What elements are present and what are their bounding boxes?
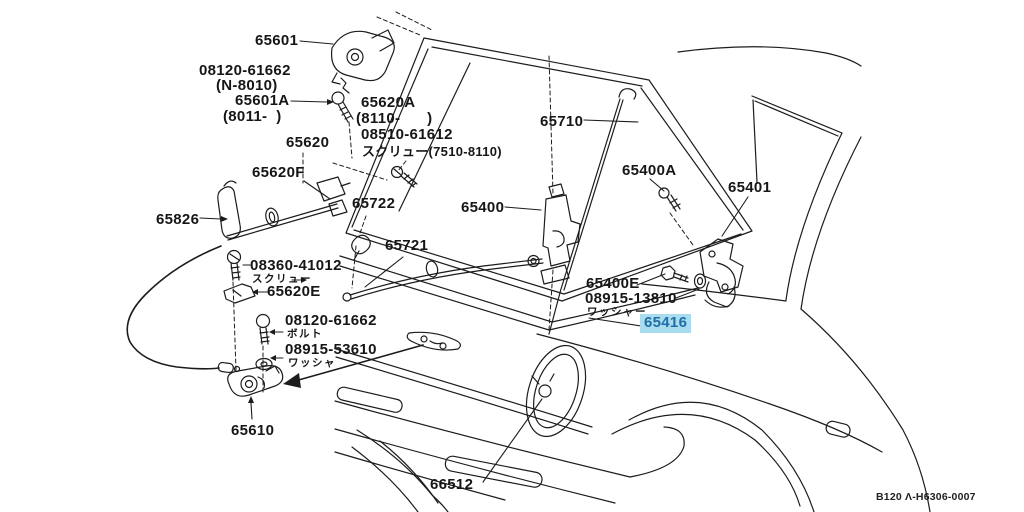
part-label-65826: 65826 xyxy=(156,211,200,228)
part-label-08120-61662-top: 08120-61662 xyxy=(199,62,291,79)
hinge-65401 xyxy=(699,238,744,308)
part-label-08360-41012: 08360-41012 xyxy=(250,257,342,274)
part-label-65400a: 65400A xyxy=(622,162,677,179)
car-body xyxy=(536,46,931,512)
bolt-08120 xyxy=(255,313,271,345)
part-label-08915-13810: 08915-13810 xyxy=(585,290,677,307)
part-label-65601a: 65601A xyxy=(235,92,290,109)
headlight xyxy=(525,344,587,438)
part-label-65710: 65710 xyxy=(540,113,584,130)
date-range-8011: (8011- ) xyxy=(223,108,282,125)
latch-65601 xyxy=(330,29,395,94)
headlight-rim-66512 xyxy=(538,384,552,398)
part-label-65620e: 65620E xyxy=(267,283,321,300)
clip-65722 xyxy=(351,234,371,261)
note-washer-2: ワッシャー xyxy=(587,306,647,318)
hood-lock-65400 xyxy=(527,183,581,285)
part-label-65601: 65601 xyxy=(255,32,299,49)
part-label-08120-61662-bottom: 08120-61662 xyxy=(285,312,377,329)
engine-bay xyxy=(339,255,699,331)
part-label-65721: 65721 xyxy=(385,237,429,254)
bolt-65601a xyxy=(331,91,354,123)
date-range-n8010: (N-8010) xyxy=(216,77,278,94)
note-washer: ワッシャ xyxy=(288,357,336,369)
screw-08360 xyxy=(226,249,242,281)
part-label-65620a: 65620A xyxy=(361,94,416,111)
part-label-65620f: 65620F xyxy=(252,164,305,181)
part-label-65620: 65620 xyxy=(286,134,330,151)
striker-plate xyxy=(406,331,461,351)
rod-65721 xyxy=(342,258,544,302)
part-label-65400e: 65400E xyxy=(586,275,640,292)
prop-rod-65710 xyxy=(548,88,637,335)
leader-lines xyxy=(199,40,749,483)
dashed-lines xyxy=(232,11,694,393)
screw-08510 xyxy=(390,165,418,188)
note-bolt: ボルト xyxy=(287,328,323,340)
part-label-08915-53610: 08915-53610 xyxy=(285,341,377,358)
part-label-08510-61612: 08510-61612 xyxy=(361,126,453,143)
hardware-65400e xyxy=(660,265,707,289)
diagram-code: B120 Λ-H6306-0007 xyxy=(876,491,976,503)
part-label-65610: 65610 xyxy=(231,422,275,439)
part-label-65400: 65400 xyxy=(461,199,505,216)
part-label-66512: 66512 xyxy=(430,476,474,493)
clip-65620e xyxy=(223,283,256,304)
bolt-65400a xyxy=(658,187,681,212)
grille-bumper xyxy=(334,348,685,504)
part-label-65416-highlighted[interactable]: 65416 xyxy=(640,314,692,333)
hood-panel xyxy=(345,37,753,302)
part-label-65401: 65401 xyxy=(728,179,772,196)
front-tire xyxy=(351,429,449,512)
note-screw: スクリュー xyxy=(252,273,312,285)
note-screw-7510-8110: スクリュー(7510-8110) xyxy=(362,144,502,159)
part-label-65722: 65722 xyxy=(352,195,396,212)
date-range-8110: (8110- ) xyxy=(356,110,433,127)
